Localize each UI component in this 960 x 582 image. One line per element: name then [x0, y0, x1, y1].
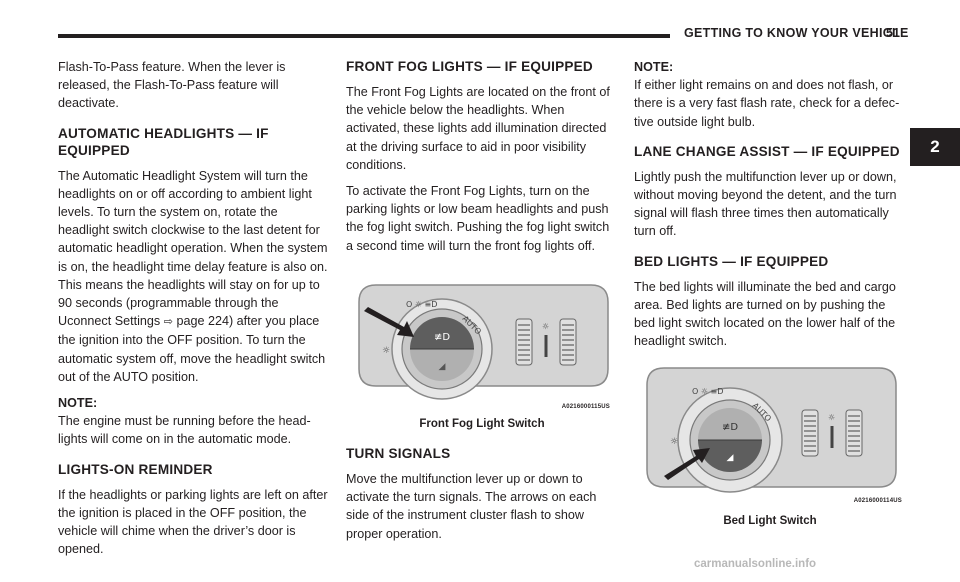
svg-text:◢: ◢	[439, 362, 446, 372]
chapter-tab[interactable]: 2	[910, 128, 960, 166]
heading-turn-signals: TURN SIGNALS	[346, 446, 451, 462]
watermark: carmanualsonline.info	[694, 558, 817, 570]
column-2: FRONT FOG LIGHTS — IF EQUIPPED The Front…	[346, 58, 618, 551]
paragraph-turn-signals: Move the multifunction lever up or down …	[346, 472, 597, 541]
header-title: GETTING TO KNOW YOUR VEHICLE	[684, 26, 909, 40]
auto-text-b: page 224) after you place the ignition i…	[58, 314, 326, 384]
figure-caption-fog: Front Fog Light Switch	[419, 417, 545, 430]
figure-bed-light-switch: ≢D ◢ O ☼ ≡D AUTO ☼ ☼ A0216000114US	[634, 364, 906, 506]
svg-text:◢: ◢	[727, 453, 734, 463]
svg-text:≢D: ≢D	[434, 332, 450, 343]
heading-automatic-headlights: AUTOMATIC HEADLIGHTS — IF EQUIPPED	[58, 125, 269, 158]
note-engine: NOTE: The engine must be running before …	[58, 394, 330, 449]
xref-arrow-icon[interactable]: ⇨	[163, 316, 173, 329]
column-3: NOTE: If either light remains on and doe…	[634, 58, 906, 541]
heading-bed-lights: BED LIGHTS — IF EQUIPPED	[634, 253, 829, 269]
svg-text:≢D: ≢D	[722, 422, 738, 433]
svg-text:☼: ☼	[382, 346, 390, 356]
header-rule	[58, 34, 670, 38]
bed-light-switch-illustration: ≢D ◢ O ☼ ≡D AUTO ☼ ☼	[646, 367, 897, 494]
heading-front-fog-lights: FRONT FOG LIGHTS — IF EQUIPPED	[346, 59, 593, 74]
note-bulb: NOTE: If either light remains on and doe…	[634, 58, 906, 131]
heading-lights-on-reminder: LIGHTS-ON REMINDER	[58, 461, 213, 477]
paragraph-fog-location: The Front Fog Lights are located on the …	[346, 85, 610, 172]
paragraph-bed-lights: The bed lights will illuminate the bed a…	[634, 279, 896, 349]
svg-text:☼: ☼	[542, 322, 549, 331]
paragraph-fog-activate: To activate the Front Fog Lights, turn o…	[346, 184, 610, 253]
auto-text-a: The Automatic Headlight System will turn…	[58, 168, 328, 329]
figure-code: A0216000115US	[561, 403, 610, 410]
note-label: NOTE:	[58, 396, 98, 411]
heading-lane-change-assist: LANE CHANGE ASSIST — IF EQUIPPED	[634, 143, 900, 159]
svg-text:O ☼ ≡D: O ☼ ≡D	[406, 300, 437, 309]
column-1: Flash-To-Pass feature. When the lever is…	[58, 58, 330, 566]
page-number: 51	[886, 26, 900, 40]
paragraph-automatic-headlights: The Automatic Headlight System will turn…	[58, 167, 330, 386]
paragraph-lane-change-assist: Lightly push the multifunction lever up …	[634, 169, 897, 239]
note-text: The engine must be running before the he…	[58, 414, 311, 447]
svg-text:☼: ☼	[828, 413, 835, 422]
svg-text:☼: ☼	[670, 437, 678, 447]
svg-text:O ☼ ≡D: O ☼ ≡D	[692, 387, 723, 396]
paragraph-flash-to-pass: Flash-To-Pass feature. When the lever is…	[58, 60, 286, 111]
paragraph-lights-on-reminder: If the headlights or parking lights are …	[58, 487, 328, 557]
figure-caption-bed: Bed Light Switch	[723, 515, 817, 528]
fog-light-switch-illustration: ≢D ◢ O ☼ ≡D AUTO ☼ ☼	[358, 284, 609, 400]
note-label: NOTE:	[634, 60, 674, 74]
figure-code: A0216000114US	[853, 498, 902, 505]
note-text: If either light remains on and does not …	[634, 78, 900, 129]
figure-fog-light-switch: ≢D ◢ O ☼ ≡D AUTO ☼ ☼ A0216000115US	[346, 267, 618, 410]
